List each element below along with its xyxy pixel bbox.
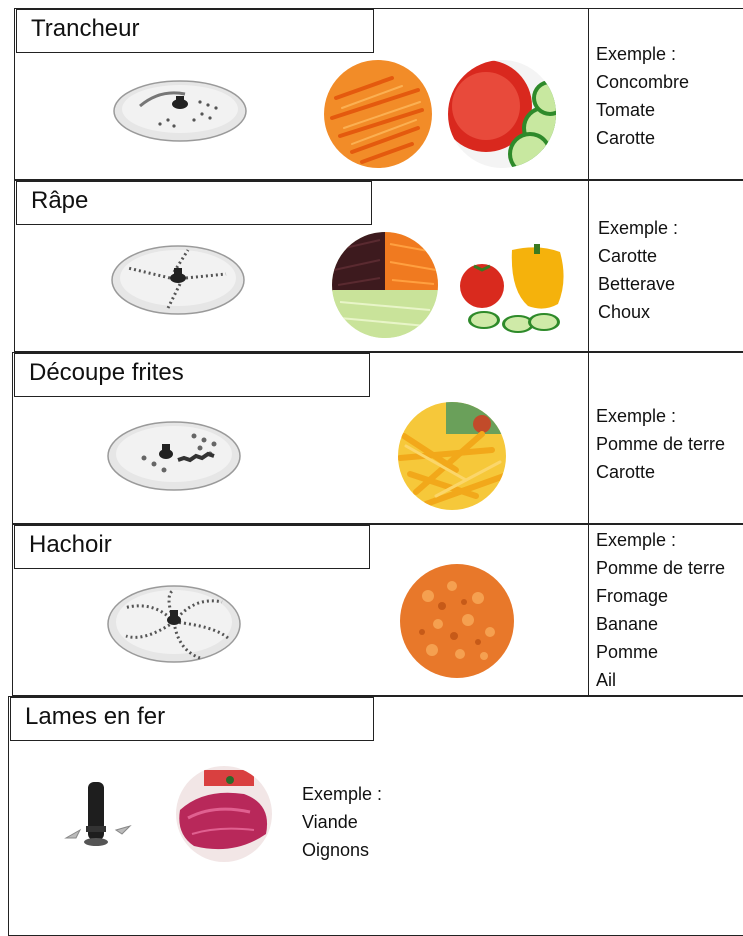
example-item: Oignons bbox=[302, 840, 370, 860]
example-item: Pomme bbox=[596, 642, 659, 662]
divider bbox=[588, 524, 589, 696]
examples-list: Exemple : Carotte Betterave Choux bbox=[598, 214, 678, 326]
tomato-cucumber-image bbox=[448, 60, 556, 168]
example-label: Exemple : bbox=[302, 784, 383, 804]
example-item: Tomate bbox=[596, 100, 656, 120]
example-item: Ail bbox=[596, 670, 617, 690]
example-item: Pomme de terre bbox=[596, 434, 726, 454]
fries-disc-image bbox=[107, 421, 241, 491]
meat-image bbox=[176, 766, 272, 862]
examples-list: Exemple : Concombre Tomate Carotte bbox=[596, 40, 689, 152]
example-label: Exemple : bbox=[596, 530, 677, 550]
section-title: Hachoir bbox=[14, 525, 370, 569]
divider bbox=[588, 352, 589, 524]
example-label: Exemple : bbox=[596, 44, 677, 64]
examples-list: Exemple : Viande Oignons bbox=[302, 780, 382, 864]
sliced-carrots-image bbox=[324, 60, 432, 168]
example-item: Carotte bbox=[596, 462, 656, 482]
metal-blade-image bbox=[64, 782, 132, 846]
french-fries-image bbox=[398, 402, 506, 510]
example-item: Pomme de terre bbox=[596, 558, 726, 578]
chopper-disc-image bbox=[107, 585, 241, 663]
grated-vegetables-image bbox=[332, 232, 438, 338]
example-item: Concombre bbox=[596, 72, 690, 92]
example-label: Exemple : bbox=[598, 218, 679, 238]
slicer-disc-image bbox=[113, 80, 247, 142]
example-item: Choux bbox=[598, 302, 651, 322]
vegetables-image bbox=[460, 244, 564, 333]
examples-list: Exemple : Pomme de terre Fromage Banane … bbox=[596, 526, 725, 694]
section-title: Trancheur bbox=[16, 9, 374, 53]
example-item: Carotte bbox=[596, 128, 656, 148]
example-item: Betterave bbox=[598, 274, 676, 294]
section-title: Râpe bbox=[16, 181, 372, 225]
example-label: Exemple : bbox=[596, 406, 677, 426]
divider bbox=[588, 8, 589, 180]
example-item: Fromage bbox=[596, 586, 669, 606]
section-title: Découpe frites bbox=[14, 353, 370, 397]
chopped-food-image bbox=[400, 564, 514, 678]
example-item: Viande bbox=[302, 812, 358, 832]
divider bbox=[588, 180, 589, 352]
examples-list: Exemple : Pomme de terre Carotte bbox=[596, 402, 725, 486]
example-item: Carotte bbox=[598, 246, 658, 266]
grater-disc-image bbox=[111, 245, 245, 315]
example-item: Banane bbox=[596, 614, 659, 634]
section-title: Lames en fer bbox=[10, 697, 374, 741]
